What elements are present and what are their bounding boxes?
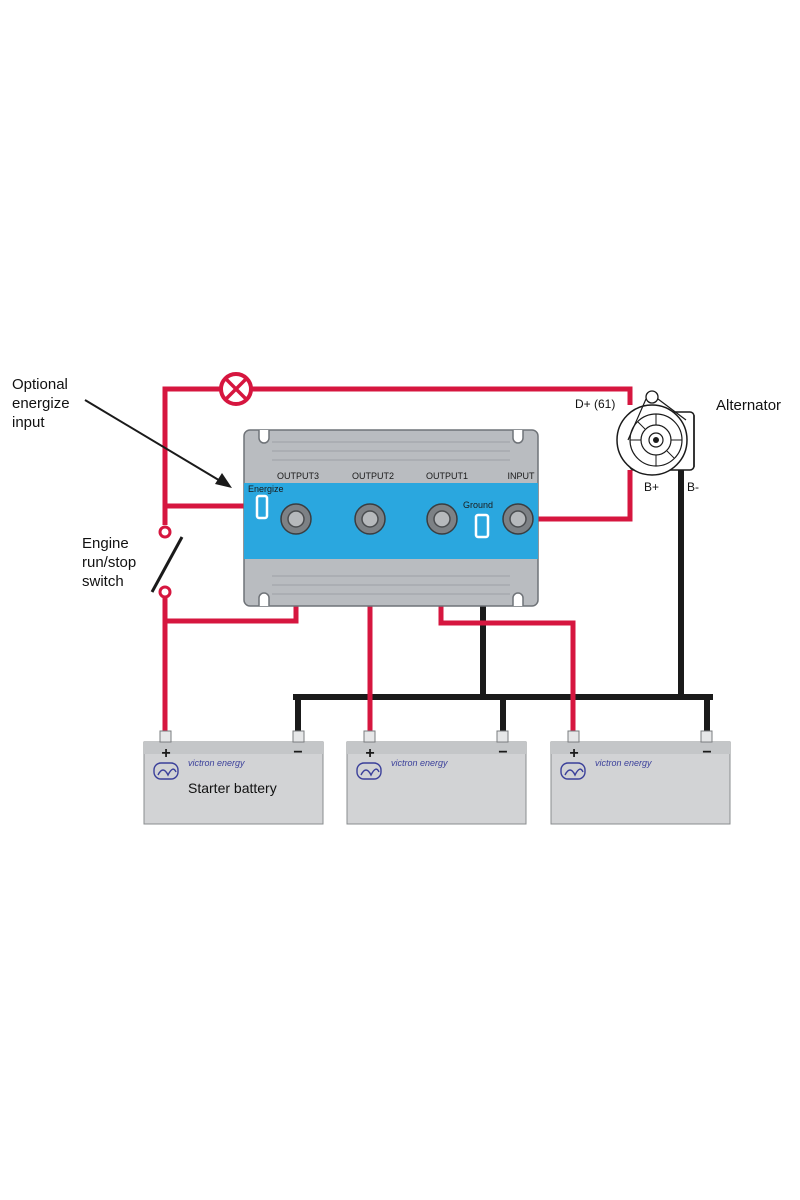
alternator-icon (616, 390, 695, 476)
d-plus-label: D+ (61) (575, 397, 615, 411)
battery-3: + − victron energy (550, 730, 731, 825)
brand-label: victron energy (188, 758, 245, 768)
battery-2: + − victron energy (346, 730, 527, 825)
battery-starter: + − victron energy Starter battery (143, 730, 324, 825)
battery-isolator: OUTPUT3 OUTPUT2 OUTPUT1 INPUT Energize G… (243, 429, 539, 607)
negative-terminal (700, 730, 713, 743)
output2-label: OUTPUT2 (352, 471, 394, 481)
victron-logo-icon (153, 762, 179, 780)
positive-terminal (159, 730, 172, 743)
output1-stud (426, 503, 458, 535)
negative-terminal (496, 730, 509, 743)
victron-logo-icon (560, 762, 586, 780)
ground-terminal (474, 513, 490, 539)
pointer-arrow-icon (84, 399, 232, 488)
optional-energize-label: Optional energize input (12, 376, 74, 431)
warning-lamp-icon (219, 372, 253, 406)
starter-battery-caption: Starter battery (188, 780, 277, 796)
negative-sign: − (498, 744, 507, 761)
input-stud (502, 503, 534, 535)
positive-sign: + (569, 745, 578, 762)
positive-terminal (567, 730, 580, 743)
energize-terminal (255, 494, 269, 520)
negative-sign: − (702, 744, 711, 761)
negative-sign: − (293, 744, 302, 761)
output3-stud (280, 503, 312, 535)
b-minus-label: B- (687, 480, 699, 494)
input-wire (518, 470, 633, 522)
output1-label: OUTPUT1 (426, 471, 468, 481)
positive-terminal (363, 730, 376, 743)
d-plus-wire (162, 386, 633, 509)
negative-terminal (292, 730, 305, 743)
brand-label: victron energy (595, 758, 652, 768)
b-plus-label: B+ (644, 480, 659, 494)
engine-switch-icon (150, 525, 184, 599)
energize-label: Energize (248, 484, 284, 494)
brand-label: victron energy (391, 758, 448, 768)
positive-sign: + (161, 745, 170, 762)
alternator-label: Alternator (716, 397, 781, 414)
output2-stud (354, 503, 386, 535)
input-label: INPUT (508, 471, 536, 481)
output3-label: OUTPUT3 (277, 471, 319, 481)
ground-label: Ground (463, 500, 493, 510)
positive-sign: + (365, 745, 374, 762)
engine-switch-label: Engine run/stop switch (82, 535, 140, 590)
victron-logo-icon (356, 762, 382, 780)
